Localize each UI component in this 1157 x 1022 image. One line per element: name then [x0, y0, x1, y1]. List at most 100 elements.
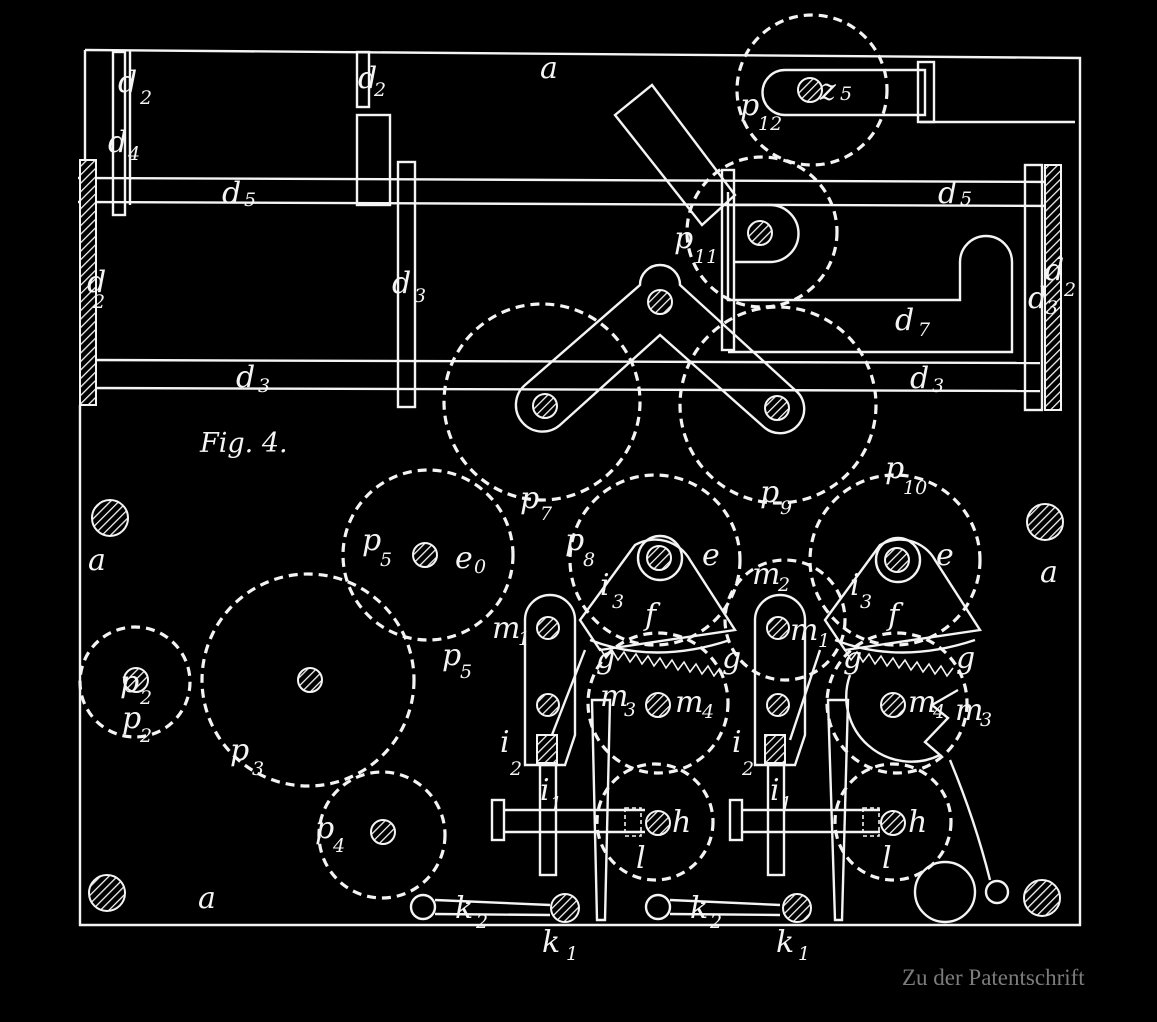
svg-text:m: m — [955, 693, 983, 728]
bracket-d7 — [726, 192, 1014, 354]
svg-text:3: 3 — [414, 285, 426, 307]
svg-text:p: p — [315, 811, 334, 846]
svg-text:2: 2 — [139, 725, 152, 747]
svg-text:a: a — [198, 881, 216, 916]
svg-text:10: 10 — [903, 477, 927, 499]
svg-text:1: 1 — [518, 628, 530, 650]
svg-text:9: 9 — [780, 497, 792, 519]
svg-text:i: i — [770, 773, 780, 808]
svg-text:1: 1 — [818, 630, 830, 652]
svg-text:7: 7 — [540, 503, 553, 525]
svg-text:4: 4 — [332, 835, 345, 857]
svg-text:5: 5 — [460, 661, 472, 683]
svg-text:d: d — [392, 266, 411, 301]
svg-text:3: 3 — [932, 375, 944, 397]
svg-text:4: 4 — [127, 143, 140, 165]
svg-text:p: p — [740, 88, 759, 123]
svg-text:l: l — [636, 841, 646, 876]
svg-text:5: 5 — [244, 189, 256, 211]
svg-text:z: z — [819, 73, 836, 108]
bearing-plates — [111, 50, 1044, 412]
svg-text:a: a — [88, 543, 106, 578]
svg-text:f: f — [643, 598, 661, 633]
svg-text:h: h — [908, 805, 927, 840]
svg-text:p: p — [362, 523, 381, 558]
svg-text:f: f — [886, 598, 904, 633]
svg-text:3: 3 — [624, 699, 636, 721]
svg-text:d: d — [1045, 253, 1064, 288]
svg-text:g: g — [956, 641, 975, 676]
svg-text:i: i — [600, 568, 610, 603]
svg-text:h: h — [672, 805, 691, 840]
svg-text:7: 7 — [918, 319, 931, 341]
svg-text:d: d — [222, 176, 241, 211]
svg-text:g: g — [843, 641, 862, 676]
svg-text:k: k — [455, 891, 473, 926]
svg-text:i: i — [732, 725, 742, 760]
shaft-d5 — [77, 176, 1063, 208]
springs — [409, 759, 1010, 924]
svg-text:m: m — [600, 679, 628, 714]
svg-text:4: 4 — [701, 701, 714, 723]
svg-text:p: p — [230, 733, 249, 768]
svg-text:d: d — [895, 303, 914, 338]
svg-text:d: d — [236, 360, 255, 395]
svg-text:2: 2 — [509, 758, 522, 780]
svg-text:2: 2 — [777, 574, 790, 596]
svg-text:g: g — [722, 641, 741, 676]
svg-text:a: a — [540, 51, 558, 86]
svg-text:1: 1 — [550, 793, 562, 815]
svg-text:e: e — [936, 538, 954, 573]
gear-train — [78, 13, 982, 900]
svg-text:p: p — [760, 475, 779, 510]
svg-text:2: 2 — [475, 911, 488, 933]
svg-text:d: d — [87, 265, 106, 300]
svg-text:4: 4 — [932, 701, 945, 723]
svg-text:3: 3 — [258, 375, 270, 397]
svg-text:1: 1 — [566, 943, 578, 965]
svg-text:e: e — [702, 538, 720, 573]
svg-text:k: k — [690, 891, 708, 926]
svg-text:2: 2 — [709, 911, 722, 933]
svg-text:5: 5 — [840, 83, 852, 105]
svg-text:3: 3 — [1046, 297, 1058, 319]
svg-text:3: 3 — [612, 591, 624, 613]
svg-text:m: m — [675, 685, 703, 720]
svg-text:2: 2 — [741, 758, 754, 780]
svg-text:5: 5 — [960, 188, 972, 210]
svg-text:p: p — [565, 523, 584, 558]
svg-text:k: k — [776, 925, 794, 960]
svg-text:8: 8 — [583, 549, 595, 571]
svg-text:d: d — [938, 176, 957, 211]
svg-text:m: m — [492, 611, 520, 646]
svg-text:i: i — [850, 568, 860, 603]
svg-text:1: 1 — [780, 793, 792, 815]
svg-text:i: i — [500, 725, 510, 760]
svg-text:3: 3 — [252, 758, 264, 780]
svg-text:k: k — [542, 925, 560, 960]
svg-text:d: d — [1028, 281, 1047, 316]
svg-text:p: p — [120, 665, 139, 700]
svg-text:0: 0 — [474, 556, 486, 578]
svg-text:p: p — [520, 481, 539, 516]
swing-levers — [514, 68, 927, 435]
svg-text:e: e — [455, 541, 473, 576]
svg-text:a: a — [1040, 555, 1058, 590]
sector-arms — [578, 534, 983, 652]
svg-text:p: p — [442, 638, 461, 673]
svg-text:12: 12 — [758, 113, 782, 135]
svg-text:g: g — [596, 641, 615, 676]
side-wall-left — [79, 159, 97, 406]
svg-text:p: p — [674, 221, 693, 256]
svg-text:2: 2 — [373, 79, 386, 101]
svg-text:m: m — [790, 613, 818, 648]
svg-text:3: 3 — [860, 591, 872, 613]
svg-text:d: d — [910, 361, 929, 396]
svg-text:5: 5 — [380, 549, 392, 571]
figure-caption: Zu der Patentschrift — [902, 965, 1085, 990]
svg-text:i: i — [540, 773, 550, 808]
figure-title: Fig. 4. — [199, 428, 288, 459]
pawl-levers — [523, 593, 850, 922]
svg-text:2: 2 — [1063, 279, 1076, 301]
